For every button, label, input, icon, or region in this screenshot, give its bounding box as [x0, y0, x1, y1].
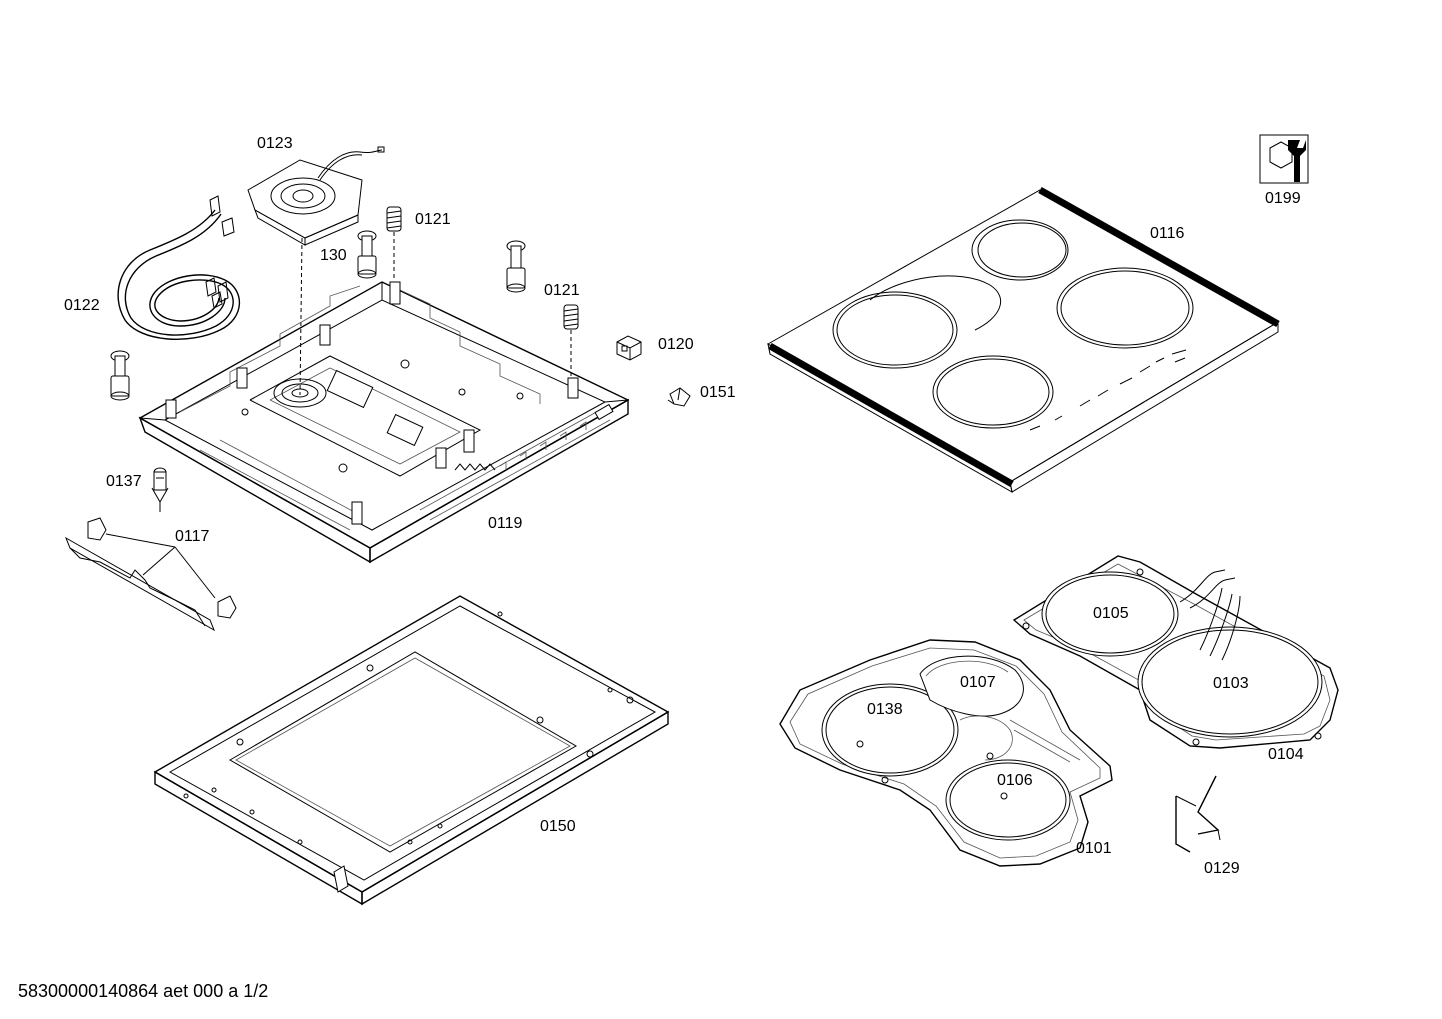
label-0122: 0122: [64, 297, 100, 314]
bracket-0129: [1175, 775, 1221, 853]
document-id: 58300000140864 aet 000 a 1/2: [18, 981, 269, 1001]
coil-plate-0104: [1012, 555, 1339, 749]
cable-harness: [117, 195, 241, 340]
label-0151: 0151: [700, 384, 736, 401]
foot-left: [110, 350, 130, 401]
frame-0150: [153, 595, 670, 906]
latch-0137: [151, 467, 169, 512]
label-0123: 0123: [257, 135, 293, 152]
spring-b: [563, 304, 579, 330]
label-0129: 0129: [1204, 860, 1240, 877]
fan-assembly: [247, 146, 385, 246]
bottom-tray: [138, 281, 630, 564]
glass-cooktop-0116: [766, 186, 1280, 493]
label-0117: 0117: [175, 528, 210, 545]
label-0101: 0101: [1076, 840, 1112, 857]
label-0119: 0119: [488, 515, 523, 532]
label-0104: 0104: [1268, 746, 1304, 763]
label-130: 130: [320, 247, 347, 264]
foot-130: [357, 230, 377, 279]
spring-a: [386, 206, 402, 232]
foot-right: [506, 240, 526, 293]
label-0138: 0138: [867, 701, 903, 718]
wrench-nut-icon: [1259, 134, 1309, 184]
label-0107: 0107: [960, 674, 996, 691]
label-0150: 0150: [540, 818, 576, 835]
label-0105: 0105: [1093, 605, 1129, 622]
label-0116: 0116: [1150, 225, 1185, 242]
label-0137: 0137: [106, 473, 142, 490]
rail-0117: [65, 517, 237, 632]
touch-controls: [1029, 349, 1187, 431]
label-0121-top: 0121: [415, 211, 451, 228]
label-0103: 0103: [1213, 675, 1249, 692]
connector-0151: [667, 387, 691, 407]
label-0199: 0199: [1265, 190, 1301, 207]
clip-0120: [616, 335, 642, 361]
coil-plate-0101: [779, 639, 1113, 867]
label-0120: 0120: [658, 336, 694, 353]
label-0121-right: 0121: [544, 282, 580, 299]
label-0106: 0106: [997, 772, 1033, 789]
